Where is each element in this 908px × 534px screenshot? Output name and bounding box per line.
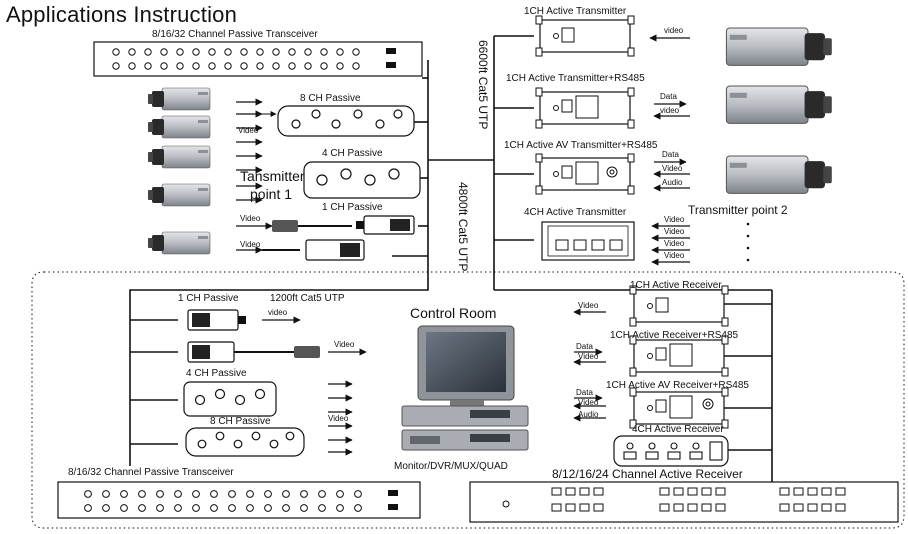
- transmitter-point-1-label-a: Tansmitter: [240, 168, 305, 184]
- cable-lines: [129, 35, 773, 486]
- balun-icon: [187, 341, 367, 363]
- arrow-icon: [328, 380, 353, 456]
- top-transceiver-rack: [93, 41, 423, 77]
- active-4ch-tx-label: 4CH Active Transmitter: [524, 207, 627, 218]
- active-receiver-rs485: [629, 335, 729, 377]
- passive-4ch-bottom-label: 4 CH Passive: [186, 368, 247, 379]
- camera-icon: [147, 231, 211, 255]
- camera-icon: [725, 27, 833, 67]
- data-label: Data: [576, 388, 593, 397]
- page-title: Applications Instruction: [6, 2, 238, 27]
- camera-icon: [147, 145, 211, 169]
- audio-label: Audio: [662, 178, 683, 187]
- monitor-icon: [417, 325, 515, 406]
- video-label: Video: [240, 240, 261, 249]
- active-tx1-label: 1CH Active Transmitter: [524, 6, 627, 17]
- ellipsis-dots: [746, 222, 750, 262]
- video-label: Video: [238, 126, 259, 135]
- active-av-transmitter: [535, 153, 635, 195]
- active-av-rx-label: 1CH Active AV Receiver+RS485: [606, 380, 749, 391]
- camera-icon: [725, 155, 833, 195]
- camera-icon: [147, 183, 211, 207]
- transmitter-point-1-label-b: point 1: [250, 186, 293, 202]
- arrow-icon: [573, 308, 606, 422]
- cable-4800-label: 4800ft Cat5 UTP: [456, 182, 470, 272]
- active-transmitter-1: [535, 15, 635, 57]
- video-label: video: [664, 26, 684, 35]
- passive-1ch-bottom-label: 1 CH Passive: [178, 293, 239, 304]
- arrow-icon: [649, 34, 690, 266]
- data-label: Data: [660, 92, 677, 101]
- active-4ch-receiver: [613, 435, 729, 467]
- video-label: video: [268, 308, 288, 317]
- video-label: Video: [664, 251, 685, 260]
- passive-8ch-box-bottom: [185, 427, 305, 457]
- camera-icon: [147, 87, 211, 111]
- cable-1200-label: 1200ft Cat5 UTP: [270, 293, 345, 304]
- active-av-tx-label: 1CH Active AV Transmitter+RS485: [504, 140, 658, 151]
- video-label: Video: [578, 301, 599, 310]
- balun-icon: [236, 239, 365, 261]
- video-label: Video: [578, 352, 599, 361]
- transmitter-point-2-label: Transmitter point 2: [688, 203, 788, 217]
- video-label: Video: [240, 214, 261, 223]
- data-label: Data: [576, 342, 593, 351]
- passive-4ch-label: 4 CH Passive: [322, 148, 383, 159]
- passive-1ch-label: 1 CH Passive: [322, 202, 383, 213]
- video-label: Video: [334, 340, 355, 349]
- passive-4ch-box: [303, 161, 421, 199]
- video-label: Video: [328, 414, 349, 423]
- balun-icon: [236, 215, 415, 235]
- cable-6600-label: 6600ft Cat5 UTP: [476, 40, 490, 130]
- active-receiver-rack: [469, 481, 899, 523]
- active-4ch-transmitter: [541, 221, 635, 261]
- video-label: Video: [578, 398, 599, 407]
- camera-icon: [725, 85, 833, 125]
- active-rx-rs485-label: 1CH Active Receiver+RS485: [610, 330, 739, 341]
- bottom-transceiver-label: 8/16/32 Channel Passive Transceiver: [68, 467, 234, 478]
- control-room-boundary: [31, 271, 905, 529]
- passive-8ch-bottom-label: 8 CH Passive: [210, 416, 271, 427]
- passive-8ch-label: 8 CH Passive: [300, 93, 361, 104]
- balun-icon: [187, 309, 301, 331]
- active-av-receiver: [629, 387, 729, 429]
- active-receiver-1: [629, 285, 729, 327]
- active-rx1-label: 1CH Active Receiver: [630, 280, 722, 291]
- active-4ch-rx-label: 4CH Active Receiver: [632, 424, 724, 435]
- camera-icon: [147, 115, 211, 139]
- audio-label: Audio: [578, 410, 599, 419]
- dvr-icon: [401, 405, 529, 451]
- passive-8ch-box: [277, 105, 415, 137]
- video-label: Video: [664, 239, 685, 248]
- active-receiver-rack-label: 8/12/16/24 Channel Active Receiver: [552, 467, 743, 481]
- passive-4ch-box-bottom: [183, 381, 277, 417]
- active-transmitter-rs485: [535, 87, 635, 129]
- video-label: Video: [662, 164, 683, 173]
- data-label: Data: [662, 150, 679, 159]
- video-label: Video: [664, 215, 685, 224]
- video-label: Video: [664, 227, 685, 236]
- bottom-transceiver-rack: [57, 481, 421, 519]
- arrow-icon: [236, 98, 263, 204]
- monitor-caption: Monitor/DVR/MUX/QUAD: [394, 461, 508, 472]
- top-transceiver-label: 8/16/32 Channel Passive Transceiver: [152, 29, 318, 40]
- active-tx-rs485-label: 1CH Active Transmitter+RS485: [506, 73, 645, 84]
- video-label: video: [660, 106, 680, 115]
- control-room-label: Control Room: [410, 305, 497, 321]
